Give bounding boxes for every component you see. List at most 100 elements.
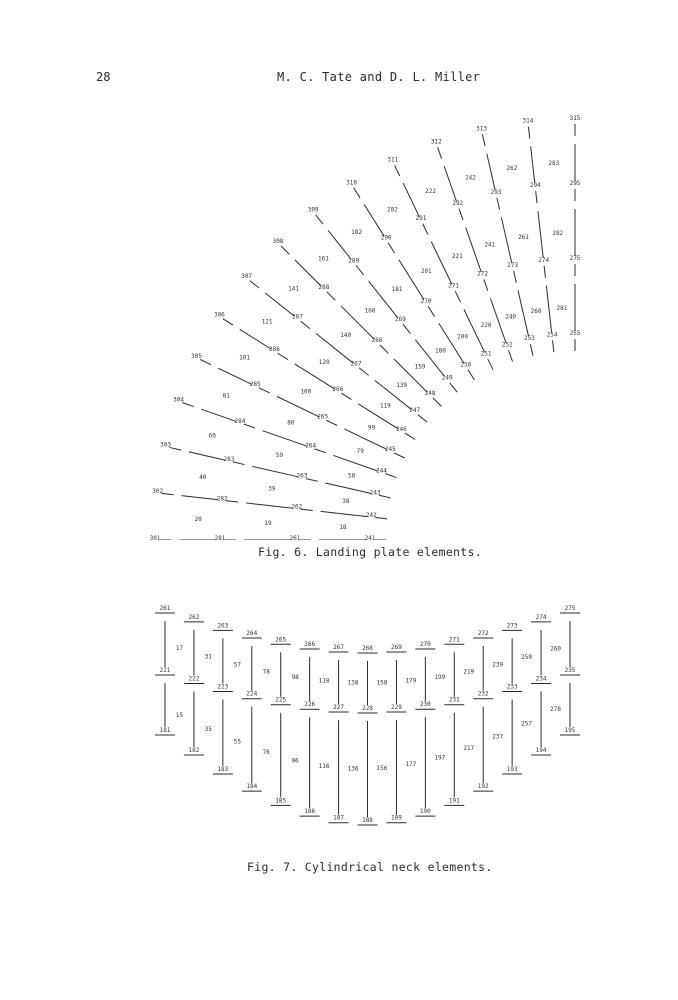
ring-tick xyxy=(458,208,464,221)
element-edge xyxy=(315,333,354,364)
node-label: 270 xyxy=(420,641,431,648)
element-label: 160 xyxy=(365,308,376,315)
element-edge xyxy=(262,430,308,447)
node-label: 283 xyxy=(223,456,234,463)
node-label: 310 xyxy=(346,179,357,186)
element-label: 57 xyxy=(234,662,242,669)
element-edge xyxy=(201,408,237,422)
element-label: 118 xyxy=(319,678,330,685)
node-label: 253 xyxy=(524,335,535,342)
element-edge xyxy=(393,358,428,393)
ring-tick xyxy=(378,494,391,499)
element-label: 217 xyxy=(463,745,474,752)
node-label: 281 xyxy=(215,535,226,540)
element-label: 222 xyxy=(425,188,436,195)
element-label: 199 xyxy=(434,674,445,681)
element-label: 159 xyxy=(415,364,426,371)
node-label: 222 xyxy=(189,675,200,682)
node-label: 228 xyxy=(362,705,373,712)
node-label: 270 xyxy=(421,298,432,305)
node-label: 221 xyxy=(160,667,171,674)
ring-tick xyxy=(402,323,411,334)
element-edge xyxy=(363,204,385,237)
element-label: 116 xyxy=(319,763,330,770)
ring-tick xyxy=(508,350,514,362)
ring-tick xyxy=(243,423,256,429)
node-label: 266 xyxy=(332,386,343,393)
ring-tick xyxy=(353,187,361,199)
node-label: 271 xyxy=(449,636,460,643)
element-edge xyxy=(463,309,485,352)
element-label: 260 xyxy=(531,308,542,315)
running-head: M. C. Tate and D. L. Miller xyxy=(277,70,481,84)
node-label: 312 xyxy=(431,139,442,146)
node-label: 290 xyxy=(381,234,392,241)
node-label: 187 xyxy=(333,815,344,822)
node-label: 234 xyxy=(536,675,547,682)
node-label: 305 xyxy=(191,353,202,360)
ring-tick xyxy=(161,492,174,496)
element-label: 180 xyxy=(435,347,446,354)
element-label: 78 xyxy=(263,668,271,675)
element-edge xyxy=(239,328,272,350)
node-label: 263 xyxy=(297,473,308,480)
node-label: 262 xyxy=(291,504,302,511)
node-label: 294 xyxy=(530,182,541,189)
element-label: 79 xyxy=(357,448,365,455)
node-label: 252 xyxy=(502,342,513,349)
element-label: 242 xyxy=(465,174,476,181)
ring-tick xyxy=(315,214,324,225)
element-label: 17 xyxy=(176,645,184,652)
element-label: 81 xyxy=(223,393,231,400)
ring-tick xyxy=(535,191,538,204)
node-label: 267 xyxy=(351,360,362,367)
node-label: 303 xyxy=(160,442,171,449)
ring-tick xyxy=(394,164,401,177)
ring-tick xyxy=(529,343,534,356)
ring-tick xyxy=(449,382,458,393)
ring-tick xyxy=(432,397,442,407)
ring-tick xyxy=(385,473,397,479)
element-label: 181 xyxy=(392,286,403,293)
element-edge xyxy=(357,403,399,430)
node-label: 284 xyxy=(234,418,245,425)
node-label: 291 xyxy=(416,215,427,222)
node-label: 274 xyxy=(536,614,547,621)
element-label: 241 xyxy=(484,242,495,249)
element-label: 141 xyxy=(288,285,299,292)
node-label: 190 xyxy=(420,808,431,815)
element-edge xyxy=(327,230,352,260)
ring-tick xyxy=(341,392,352,400)
node-label: 286 xyxy=(269,346,280,353)
node-label: 273 xyxy=(507,262,518,269)
ring-tick xyxy=(454,291,461,303)
element-label: 59 xyxy=(276,452,284,459)
node-label: 191 xyxy=(449,797,460,804)
element-label: 121 xyxy=(262,319,273,326)
element-label: 262 xyxy=(506,165,517,172)
element-label: 259 xyxy=(521,654,532,661)
element-edge xyxy=(530,146,536,184)
node-label: 248 xyxy=(425,390,436,397)
element-label: 136 xyxy=(348,766,359,773)
element-edge xyxy=(333,454,378,472)
ring-tick xyxy=(232,461,245,466)
node-label: 265 xyxy=(317,414,328,421)
node-label: 225 xyxy=(275,697,286,704)
ring-tick xyxy=(199,359,212,366)
element-label: 76 xyxy=(263,749,271,756)
element-label: 80 xyxy=(287,419,295,426)
element-edge xyxy=(340,305,375,340)
element-label: 260 xyxy=(550,645,561,652)
node-label: 182 xyxy=(189,747,200,754)
node-label: 250 xyxy=(461,361,472,368)
node-label: 245 xyxy=(385,446,396,453)
node-label: 293 xyxy=(491,189,502,196)
element-label: 221 xyxy=(452,253,463,260)
node-label: 262 xyxy=(189,614,200,621)
element-label: 101 xyxy=(239,354,250,361)
ring-tick xyxy=(326,291,336,301)
node-label: 184 xyxy=(246,783,257,790)
ring-tick xyxy=(387,242,396,254)
